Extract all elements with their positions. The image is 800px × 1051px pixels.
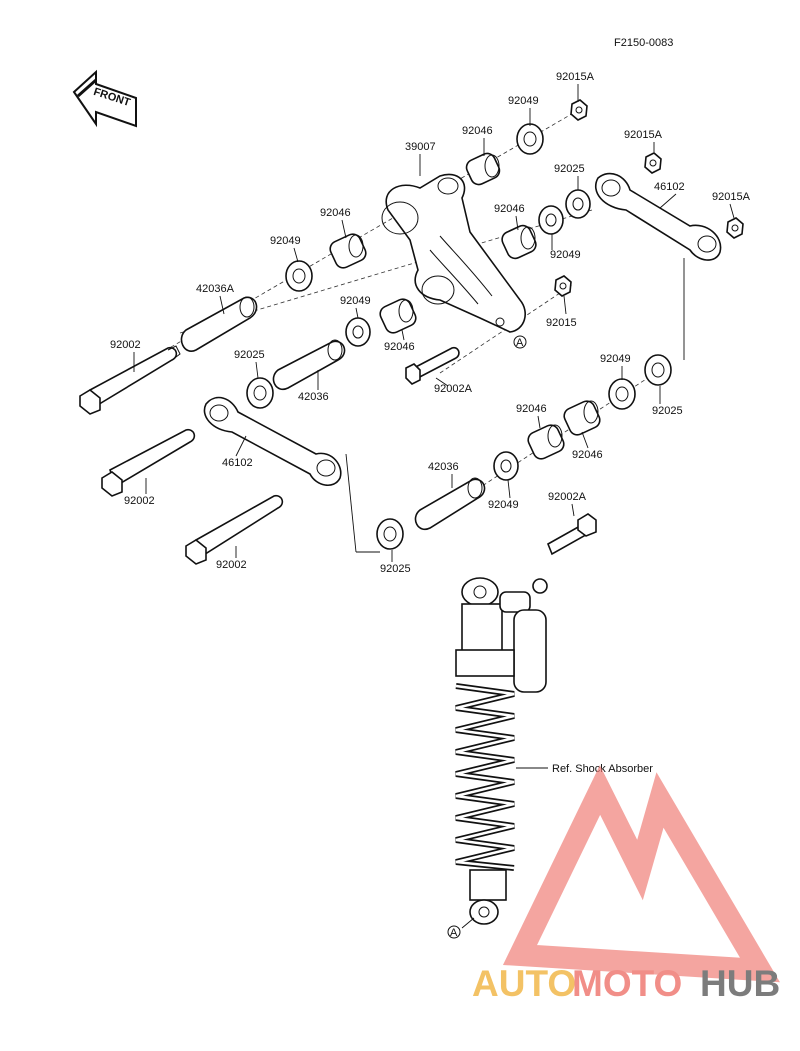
shock-spring [455, 683, 515, 871]
watermark-hub: HUB [700, 963, 780, 1004]
part-bolt-92002-c [185, 494, 284, 565]
part-tie-rod-46102-lower [203, 396, 342, 486]
part-bolt-92002a-lower [546, 513, 597, 556]
part-bearing-92046-right-a [563, 400, 601, 436]
part-number-label: 92049 [600, 353, 631, 365]
part-number-label: 92046 [320, 207, 351, 219]
part-bolt-92002-a [79, 345, 181, 415]
leader-line [341, 219, 347, 239]
part-seal-92049-center [345, 317, 371, 347]
leader-line [571, 503, 575, 517]
part-seal-92049-right [608, 378, 636, 410]
part-tie-rod-46102-top [595, 172, 722, 261]
front-arrow-icon: FRONT [72, 69, 137, 128]
part-washer-92025-lower [376, 518, 404, 550]
part-number-label: 92015 [546, 317, 577, 329]
leader-line [255, 361, 259, 379]
leader-line [515, 215, 519, 231]
part-nut-92015a-right [726, 217, 744, 239]
leader-line [537, 415, 541, 429]
part-number-label: 92002A [434, 383, 473, 395]
leader-line [563, 295, 567, 315]
watermark-moto: MOTO [572, 963, 682, 1004]
leader-line [581, 431, 589, 449]
part-number-label: 42036 [298, 391, 329, 403]
part-rocker-arm-39007 [381, 173, 526, 333]
part-seal-92049-left [285, 260, 313, 292]
part-number-label: 92002 [110, 339, 141, 351]
part-number-label: 92002 [124, 495, 155, 507]
part-nut-92015 [554, 275, 572, 297]
part-number-label: 46102 [222, 457, 253, 469]
part-number-label: 39007 [405, 141, 436, 153]
part-number-label: 92046 [516, 403, 547, 415]
leader-line [235, 435, 247, 457]
part-number-labels: 92015A92049920463900792015A9202546102920… [110, 71, 751, 575]
leader-line [729, 203, 735, 219]
part-number-label: 92049 [488, 499, 519, 511]
part-washer-92025-left [246, 377, 274, 409]
part-number-label: 42036A [196, 283, 235, 295]
ref-shock-absorber-label: Ref. Shock Absorber [552, 763, 653, 775]
part-bearing-92046-mid [501, 224, 537, 260]
part-bearing-92046-center [379, 298, 417, 334]
part-number-label: 92049 [340, 295, 371, 307]
part-number-label: 92049 [550, 249, 581, 261]
part-seal-92049-mid [538, 205, 564, 235]
leader-line [293, 247, 299, 263]
part-number-label: 92046 [384, 341, 415, 353]
part-number-label: 92002 [216, 559, 247, 571]
diagram-code: F2150-0083 [614, 37, 673, 49]
svg-text:A: A [450, 927, 458, 939]
part-bearing-92046-left [329, 233, 367, 269]
part-seal-92049-top [516, 123, 544, 155]
part-washer-92025-top [565, 189, 591, 219]
part-number-label: 92046 [494, 203, 525, 215]
leader-line [219, 295, 225, 315]
part-nut-92015a-mid [644, 152, 662, 174]
leader-line [435, 377, 449, 387]
part-bearing-92046-right-b [527, 424, 565, 460]
part-number-label: 92046 [462, 125, 493, 137]
part-seal-92049-lower [493, 451, 519, 481]
part-washer-92025-right [644, 354, 672, 386]
part-nut-92015a-top [570, 99, 588, 121]
part-collar-42036-center [272, 339, 346, 391]
part-bolt-92002-b [101, 428, 196, 497]
callout-a-lower: A [447, 925, 461, 939]
svg-text:A: A [516, 337, 524, 349]
part-number-label: 92002A [548, 491, 587, 503]
leader-line [507, 479, 511, 499]
part-collar-42036-lower [414, 477, 486, 531]
part-bolt-92002a-upper [405, 346, 460, 385]
part-number-label: 92025 [380, 563, 411, 575]
part-collar-42036a [180, 296, 258, 352]
part-number-label: 92025 [652, 405, 683, 417]
part-number-label: 92049 [270, 235, 301, 247]
part-number-label: 92046 [572, 449, 603, 461]
leader-line [659, 193, 677, 209]
watermark-auto: AUTO [472, 963, 576, 1004]
part-bearing-92046-top [465, 152, 501, 186]
callout-a-upper: A [513, 335, 527, 349]
automotohub-logo: AUTO MOTO HUB [472, 765, 780, 1004]
part-number-label: 92049 [508, 95, 539, 107]
part-number-label: 92025 [234, 349, 265, 361]
leader-line [355, 307, 359, 319]
part-number-label: 46102 [654, 181, 685, 193]
leader-line [401, 329, 405, 341]
part-number-label: 92025 [554, 163, 585, 175]
part-number-label: 92015A [556, 71, 595, 83]
part-number-label: 92015A [624, 129, 663, 141]
shock-absorber [455, 577, 548, 925]
part-number-label: 42036 [428, 461, 459, 473]
part-number-label: 92015A [712, 191, 751, 203]
